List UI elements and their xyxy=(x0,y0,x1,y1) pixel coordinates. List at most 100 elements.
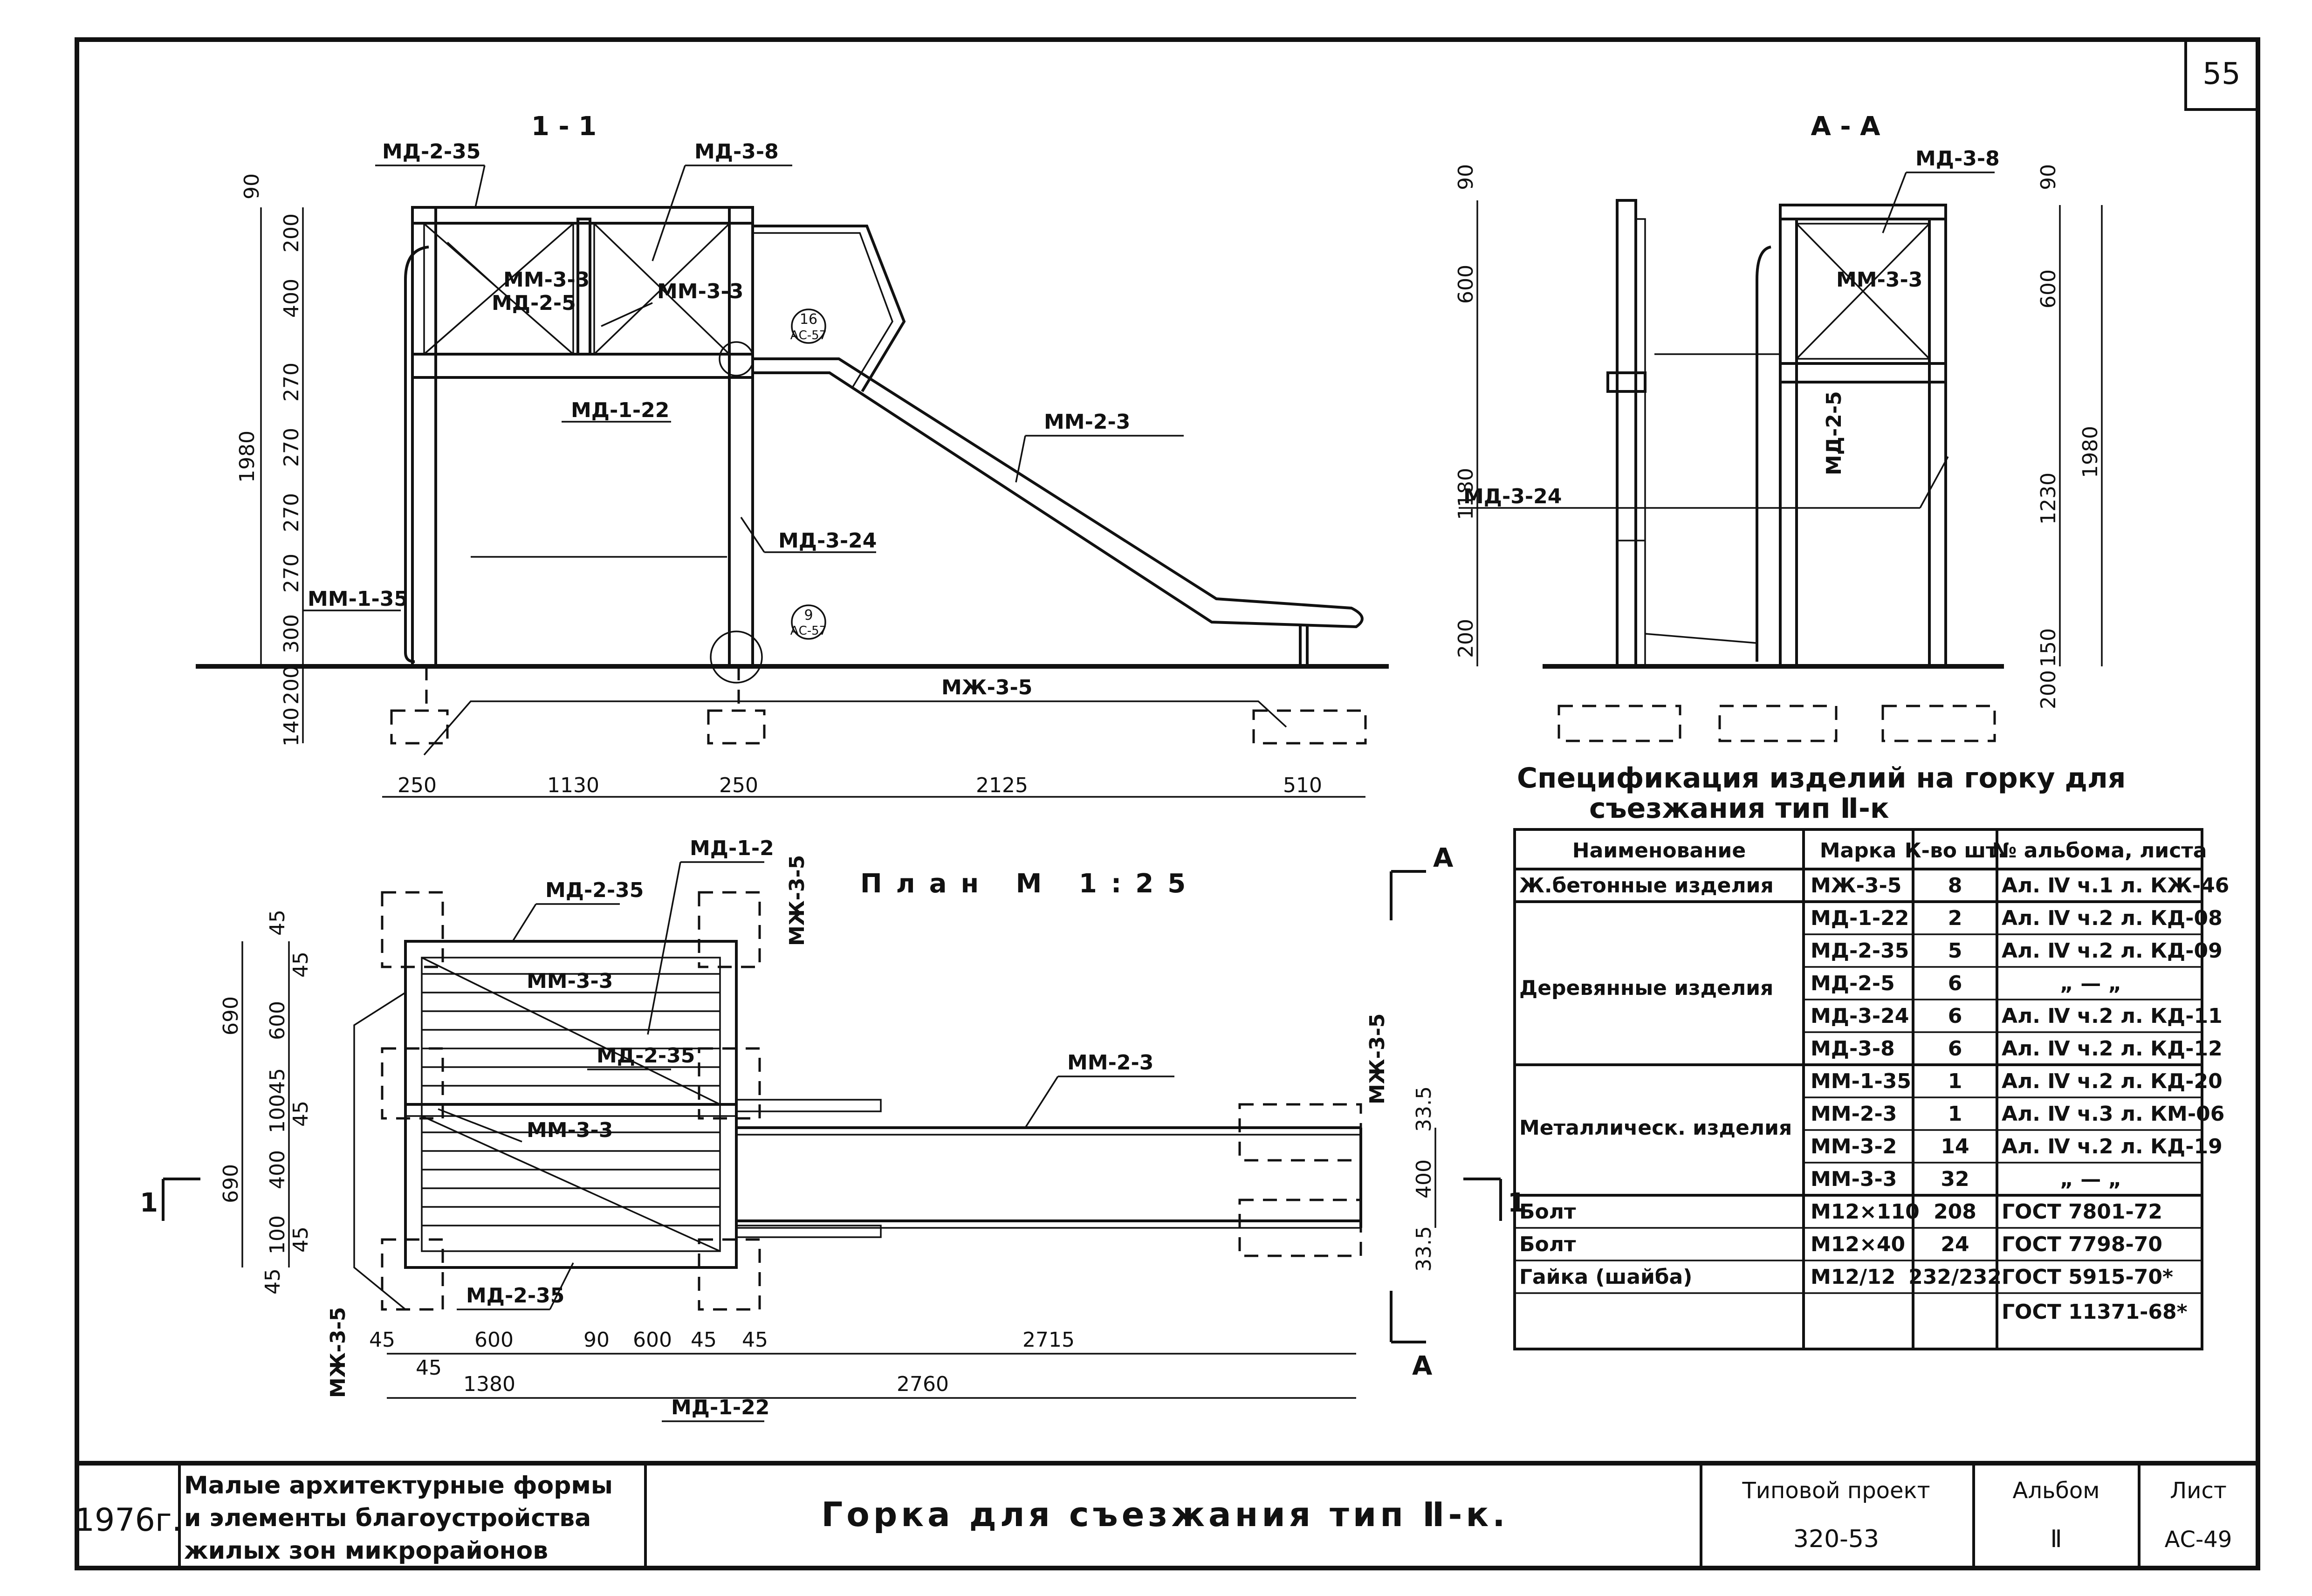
svg-text:140: 140 xyxy=(280,707,303,747)
plan-slats xyxy=(422,973,720,1226)
svg-text:М12×40: М12×40 xyxy=(1811,1233,1905,1256)
svg-text:100: 100 xyxy=(266,1094,289,1133)
svg-text:200: 200 xyxy=(280,665,303,705)
svg-text:А: А xyxy=(1412,1351,1433,1381)
svg-text:ГОСТ 7798-70: ГОСТ 7798-70 xyxy=(2002,1233,2162,1256)
svg-text:Ал. Ⅳ ч.3 л. КМ-06: Ал. Ⅳ ч.3 л. КМ-06 xyxy=(2002,1102,2224,1126)
callout-9-ref: АС-57 xyxy=(790,624,827,638)
label-mm-2-3-b: ММ-2-3 xyxy=(1067,1051,1153,1075)
label-md-1-22-a: МД-1-22 xyxy=(571,398,669,422)
spec-table: Спецификация изделий на горку для съезжа… xyxy=(1513,762,2229,1350)
svg-text:24: 24 xyxy=(1941,1233,1969,1256)
svg-text:МД-2-5: МД-2-5 xyxy=(1811,972,1895,995)
section-mark-1-left: 1 xyxy=(140,1178,200,1221)
svg-text:„ — „: „ — „ xyxy=(2060,1167,2121,1191)
svg-text:208: 208 xyxy=(1934,1200,1976,1224)
svg-text:600: 600 xyxy=(1454,265,1478,304)
label-mm-3-3-a: ММ-3-3 xyxy=(503,268,590,292)
svg-text:„ — „: „ — „ xyxy=(2060,972,2121,995)
svg-text:1230: 1230 xyxy=(2037,473,2060,525)
spec-group-metal: Металлическ. изделия xyxy=(1519,1116,1792,1140)
svg-text:МД-1-22: МД-1-22 xyxy=(1811,906,1909,930)
svg-text:150: 150 xyxy=(2037,628,2060,667)
title-year: 1976г. xyxy=(75,1502,182,1539)
svg-text:1: 1 xyxy=(1948,1102,1962,1126)
svg-text:МЖ-3-5: МЖ-3-5 xyxy=(1811,874,1901,897)
section-1-1-horizontal-dims: 250 1130 250 2125 510 xyxy=(398,774,1322,797)
svg-text:Ал. Ⅳ ч.2 л. КД-20: Ал. Ⅳ ч.2 л. КД-20 xyxy=(2002,1069,2223,1093)
plan-title: План М 1:25 xyxy=(860,869,1200,899)
spec-group-wood: Деревянные изделия xyxy=(1519,976,1773,1000)
svg-text:45: 45 xyxy=(742,1328,768,1352)
svg-text:Ал. Ⅳ ч.2 л. КД-08: Ал. Ⅳ ч.2 л. КД-08 xyxy=(2002,906,2223,930)
title-block: 1976г. Малые архитектурные формы и элеме… xyxy=(75,1461,2258,1568)
svg-text:ГОСТ 5915-70*: ГОСТ 5915-70* xyxy=(2002,1265,2173,1289)
svg-text:8: 8 xyxy=(1948,874,1962,897)
svg-text:14: 14 xyxy=(1941,1135,1969,1158)
svg-text:2125: 2125 xyxy=(976,774,1028,797)
section-a-a-title: А - А xyxy=(1811,111,1881,142)
svg-text:Болт: Болт xyxy=(1519,1233,1576,1256)
svg-text:1980: 1980 xyxy=(235,431,259,483)
sheet-value: АС-49 xyxy=(2165,1527,2232,1553)
svg-text:600: 600 xyxy=(633,1328,672,1352)
svg-text:90: 90 xyxy=(240,173,264,199)
drawing-title: Горка для съезжания тип Ⅱ-к. xyxy=(821,1495,1509,1534)
svg-text:2760: 2760 xyxy=(897,1372,949,1396)
spec-title-line2: съезжания тип Ⅱ-к xyxy=(1589,792,1889,825)
outer-frame xyxy=(75,37,2260,1570)
svg-text:1: 1 xyxy=(1508,1188,1526,1218)
svg-text:270: 270 xyxy=(280,428,303,467)
album-label: Альбом xyxy=(2013,1478,2100,1504)
svg-text:300: 300 xyxy=(280,614,303,653)
svg-text:6: 6 xyxy=(1948,1037,1962,1061)
svg-text:1180: 1180 xyxy=(1454,468,1478,520)
section-mark-a-bottom: А xyxy=(1390,1291,1433,1381)
svg-text:690: 690 xyxy=(219,1164,243,1203)
svg-text:МД-3-24: МД-3-24 xyxy=(1811,1004,1909,1028)
label-mzh-3-5-b: МЖ-3-5 xyxy=(785,855,809,946)
svg-text:Гайка (шайба): Гайка (шайба) xyxy=(1519,1265,1692,1289)
section-1-1-view: 1 - 1 16 АС-57 9 АС-57 xyxy=(196,111,1389,798)
plan-left-dims: 45 45 600 690 45 100 45 690 400 100 45 4… xyxy=(219,910,313,1295)
svg-text:МД-2-35: МД-2-35 xyxy=(1811,939,1909,963)
svg-text:Болт: Болт xyxy=(1519,1200,1576,1224)
label-md-3-8-b: МД-3-8 xyxy=(1915,147,2000,171)
svg-text:270: 270 xyxy=(280,554,303,593)
svg-text:1130: 1130 xyxy=(547,774,599,797)
section-a-a-right-dims: 90 600 1980 1230 150 200 xyxy=(2037,164,2102,709)
svg-text:45: 45 xyxy=(289,1226,313,1253)
series-title-line2: и элементы благоустройства xyxy=(184,1504,591,1532)
callout-9-num: 9 xyxy=(804,607,813,623)
spec-header-mark: Марка xyxy=(1820,839,1897,863)
svg-text:ММ-2-3: ММ-2-3 xyxy=(1811,1102,1897,1126)
label-mm-3-3-d: ММ-3-3 xyxy=(527,969,613,993)
label-md-2-35-d: МД-2-35 xyxy=(466,1284,564,1308)
svg-text:250: 250 xyxy=(719,774,758,797)
svg-text:90: 90 xyxy=(1454,164,1478,190)
svg-text:45: 45 xyxy=(289,1101,313,1127)
plan-right-dims: 33.5 400 33.5 xyxy=(1412,1086,1436,1272)
label-mm-1-35-a: ММ-1-35 xyxy=(308,587,408,611)
label-mm-3-3-e: ММ-3-3 xyxy=(527,1118,613,1142)
label-md-2-35-c: МД-2-35 xyxy=(597,1044,695,1068)
svg-text:90: 90 xyxy=(583,1328,610,1352)
callout-16-num: 16 xyxy=(800,311,817,328)
svg-text:45: 45 xyxy=(369,1328,395,1352)
svg-text:Ал. Ⅳ ч.1 л. КЖ-46: Ал. Ⅳ ч.1 л. КЖ-46 xyxy=(2002,874,2229,897)
project-label: Типовой проект xyxy=(1742,1478,1930,1504)
svg-text:ММ-1-35: ММ-1-35 xyxy=(1811,1069,1911,1093)
label-md-3-24-b: МД-3-24 xyxy=(1463,485,1562,508)
label-mm-3-3-b: ММ-3-3 xyxy=(657,280,743,303)
svg-text:400: 400 xyxy=(280,279,303,318)
svg-text:200: 200 xyxy=(1454,619,1478,658)
svg-text:200: 200 xyxy=(280,213,303,253)
plan-view: План М 1:25 xyxy=(140,836,1526,1422)
project-number: 320-53 xyxy=(1793,1525,1879,1553)
svg-text:45: 45 xyxy=(416,1356,442,1380)
svg-text:ММ-3-3: ММ-3-3 xyxy=(1811,1167,1897,1191)
spec-header-album: № альбома, листа xyxy=(1992,839,2207,863)
svg-text:ГОСТ 11371-68*: ГОСТ 11371-68* xyxy=(2002,1300,2188,1324)
album-value: Ⅱ xyxy=(2050,1525,2062,1553)
